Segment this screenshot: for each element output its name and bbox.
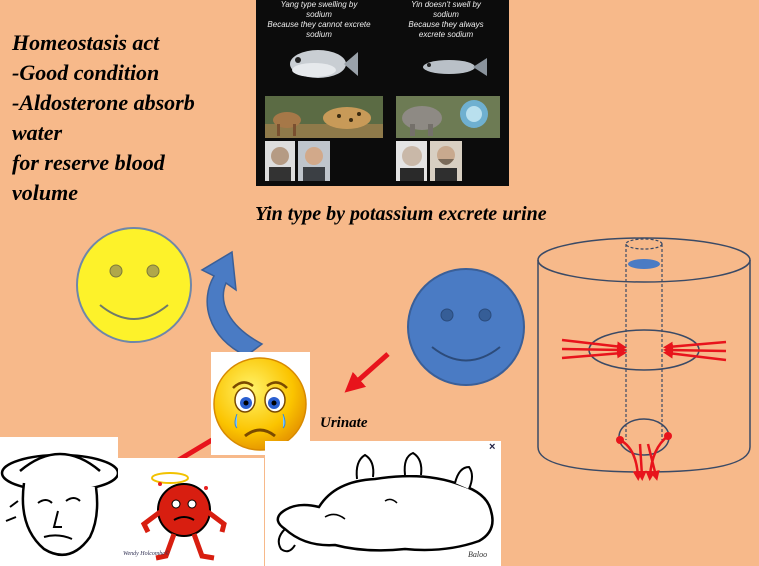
- elephant-drawing: [276, 451, 494, 553]
- heading-line-6: volume: [12, 180, 78, 205]
- yang-fish-icon: [290, 50, 358, 78]
- yin-line-2: sodium: [433, 10, 459, 19]
- yin-portrait-1: [396, 141, 427, 181]
- cartoon-man-drawing: [0, 452, 118, 557]
- heading-line-1: Homeostasis act: [12, 30, 160, 55]
- ad-close-icon[interactable]: ×: [489, 441, 496, 453]
- cartoon-man-image: [0, 437, 118, 566]
- heading-line-4: water: [12, 120, 63, 145]
- yang-line-2: sodium: [306, 10, 332, 19]
- urinate-label: Urinate: [320, 415, 368, 431]
- heading-line-2: -Good condition: [12, 60, 160, 85]
- heading-line-5: for reserve blood: [12, 150, 165, 175]
- yin-yang-panel: Yang type swelling by sodium Because the…: [256, 0, 509, 186]
- yin-line-4: excrete sodium: [418, 30, 474, 39]
- yin-portrait-2: [430, 141, 462, 181]
- yellow-smiley-icon: [76, 227, 192, 343]
- yin-line-1: Yin doesn't swell by: [411, 0, 481, 9]
- red-ball-character-drawing: [140, 472, 227, 561]
- cartoon-credit-2: Baloo: [468, 550, 488, 559]
- elephant-cartoon-image: [265, 441, 501, 566]
- red-arrow-to-sad: [344, 352, 390, 393]
- yin-caption: Yin type by potassium excrete urine: [255, 203, 547, 225]
- cartoon-credit-1: Wendy Holcombe©: [123, 551, 170, 557]
- yang-line-4: sodium: [306, 30, 332, 39]
- curved-blue-arrow: [200, 250, 264, 357]
- yang-animals-photo: [265, 96, 383, 138]
- yang-portrait-2: [298, 141, 330, 181]
- heading-text: Homeostasis act -Good condition -Aldoste…: [12, 28, 252, 208]
- yin-line-3: Because they always: [408, 20, 484, 29]
- sad-face-box: [211, 352, 310, 455]
- yang-text: Yang type swelling by sodium Because the…: [260, 0, 378, 40]
- heading-line-3: -Aldosterone absorb: [12, 90, 195, 115]
- yin-fish-icon: [423, 58, 487, 76]
- yin-text: Yin doesn't swell by sodium Because they…: [387, 0, 505, 40]
- yang-portrait-1: [265, 141, 295, 181]
- sad-smiley-icon: [213, 357, 307, 451]
- tubule-cylinder-diagram: [537, 237, 751, 481]
- yang-line-3: Because they cannot excrete: [267, 20, 371, 29]
- yin-animals-photo: [396, 96, 500, 138]
- red-ball-cartoon-image: [118, 458, 264, 566]
- yang-line-1: Yang type swelling by: [280, 0, 358, 9]
- blue-smiley-icon: [407, 268, 525, 386]
